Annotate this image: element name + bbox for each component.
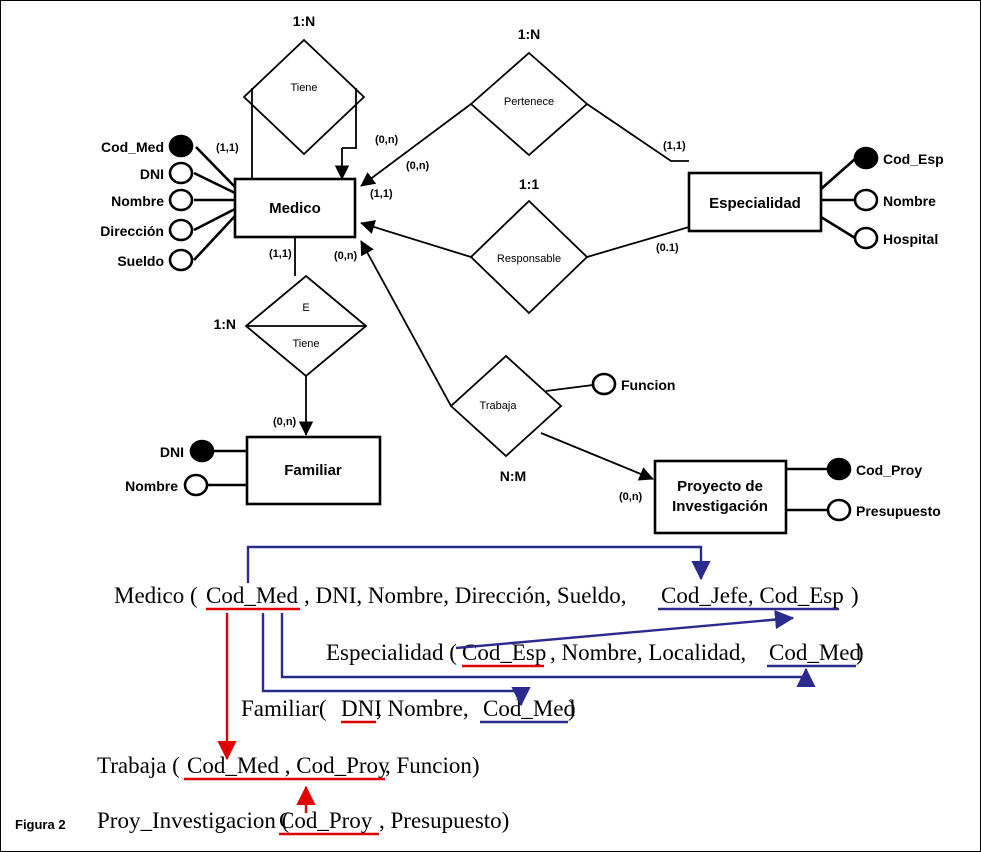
schema-proyecto-pk: Cod_Proy bbox=[279, 808, 373, 833]
fk-arrow-codmed-to-familiar bbox=[261, 613, 531, 707]
entity-label-familiar: Familiar bbox=[284, 462, 342, 479]
schema-familiar-name: Familiar( bbox=[241, 696, 327, 721]
relationship-label-responsable: Responsable bbox=[497, 253, 561, 265]
cardinality-6: (0,n) bbox=[334, 250, 358, 262]
schema-medico-close: ) bbox=[851, 583, 859, 608]
relationship-tiene-familiar: E Tiene bbox=[244, 237, 368, 436]
attribute-label-presupuesto: Presupuesto bbox=[856, 503, 941, 519]
attribute-label-dni-familiar: DNI bbox=[160, 444, 184, 460]
cardinality-7: (1,1) bbox=[663, 140, 686, 152]
ratio-label-tiene-jefe: 1:N bbox=[293, 13, 316, 29]
entity-familiar: Familiar bbox=[245, 435, 382, 506]
entity-label-medico: Medico bbox=[269, 200, 321, 217]
entity-medico: Medico bbox=[233, 177, 357, 239]
attribute-hospital-especialidad bbox=[853, 226, 879, 250]
attribute-label-direccion-medico: Dirección bbox=[100, 223, 164, 239]
attribute-label-cod-med: Cod_Med bbox=[101, 139, 164, 155]
schema-medico-pk: Cod_Med bbox=[206, 583, 299, 608]
schema-row-especialidad: Especialidad ( Cod_Esp , Nombre, Localid… bbox=[326, 640, 864, 668]
attribute-label-nombre-medico: Nombre bbox=[111, 193, 164, 209]
attribute-sueldo-medico bbox=[168, 248, 194, 272]
schema-trabaja-pk: Cod_Med , Cod_Proy bbox=[187, 753, 390, 778]
relationship-pertenece: Pertenece bbox=[360, 51, 689, 187]
ratio-label-trabaja: N:M bbox=[500, 468, 526, 484]
schema-row-familiar: Familiar( DNI , Nombre, Cod_Med ) bbox=[241, 696, 576, 724]
entity-label-proyecto-line2: Investigación bbox=[672, 498, 768, 515]
schema-row-trabaja: Trabaja ( Cod_Med , Cod_Proy , Funcion) bbox=[97, 753, 480, 781]
schema-familiar-close: ) bbox=[568, 696, 576, 721]
relationship-label-tiene-familiar-extra: E bbox=[302, 302, 309, 314]
cardinality-2: (0,n) bbox=[375, 134, 399, 146]
familiar-attribute-links bbox=[207, 449, 247, 487]
ratio-label-tiene-familiar: 1:N bbox=[213, 316, 236, 332]
schema-row-proyecto: Proy_Investigacion ( Cod_Proy , Presupue… bbox=[97, 808, 509, 836]
especialidad-attribute-links bbox=[820, 158, 856, 240]
attribute-label-cod-proy: Cod_Proy bbox=[856, 462, 922, 478]
schema-proyecto-name: Proy_Investigacion ( bbox=[97, 808, 289, 833]
cardinality-9: (0,n) bbox=[273, 416, 297, 428]
attribute-label-hospital-especialidad: Hospital bbox=[883, 231, 938, 247]
entity-label-especialidad: Especialidad bbox=[709, 195, 801, 212]
attribute-label-dni-medico: DNI bbox=[140, 166, 164, 182]
entity-especialidad: Especialidad bbox=[687, 171, 823, 233]
cardinality-8: (0.1) bbox=[656, 242, 679, 254]
cardinality-3: (0,n) bbox=[406, 160, 430, 172]
relationship-label-tiene-familiar: Tiene bbox=[292, 338, 319, 350]
schema-medico-fk: Cod_Jefe, Cod_Esp bbox=[661, 583, 844, 608]
cardinality-10: (0,n) bbox=[619, 491, 643, 503]
ratio-label-pertenece: 1:N bbox=[518, 26, 541, 42]
attribute-label-sueldo-medico: Sueldo bbox=[117, 253, 164, 269]
attribute-label-nombre-especialidad: Nombre bbox=[883, 193, 936, 209]
schema-familiar-fk: Cod_Med bbox=[483, 696, 576, 721]
attribute-dni-medico bbox=[168, 161, 194, 185]
schema-proyecto-middle: , Presupuesto) bbox=[379, 808, 509, 833]
attribute-label-funcion: Funcion bbox=[621, 377, 675, 393]
schema-medico-name: Medico ( bbox=[114, 583, 198, 608]
medico-attribute-links bbox=[193, 146, 236, 261]
schema-trabaja-middle: , Funcion) bbox=[385, 753, 480, 778]
entity-proyecto-investigacion: Proyecto de Investigación bbox=[653, 459, 788, 535]
schema-especialidad-name: Especialidad ( bbox=[326, 640, 457, 665]
attribute-nombre-familiar bbox=[183, 473, 209, 497]
attribute-nombre-medico bbox=[168, 188, 194, 212]
relationship-tiene-jefe: Tiene bbox=[242, 38, 366, 184]
cardinality-4: (1,1) bbox=[370, 188, 393, 200]
relationship-label-trabaja: Trabaja bbox=[480, 400, 518, 412]
attribute-direccion-medico bbox=[168, 218, 194, 242]
relationship-label-tiene-jefe: Tiene bbox=[290, 82, 317, 94]
attribute-cod-med bbox=[168, 134, 194, 158]
schema-medico-middle: , DNI, Nombre, Dirección, Sueldo, bbox=[304, 583, 627, 608]
relationship-trabaja: Trabaja bbox=[360, 240, 654, 481]
schema-familiar-middle: , Nombre, bbox=[376, 696, 469, 721]
attribute-cod-proy bbox=[826, 457, 852, 481]
figure-caption: Figura 2 bbox=[15, 817, 66, 832]
attribute-funcion-trabaja bbox=[591, 372, 617, 396]
schema-trabaja-name: Trabaja ( bbox=[97, 753, 180, 778]
relationship-responsable: Responsable bbox=[360, 199, 690, 315]
attribute-presupuesto bbox=[826, 498, 852, 522]
ratio-label-responsable: 1:1 bbox=[519, 176, 539, 192]
relationship-label-pertenece: Pertenece bbox=[504, 96, 554, 108]
attribute-nombre-especialidad bbox=[853, 188, 879, 212]
schema-especialidad-fk: Cod_Med bbox=[769, 640, 862, 665]
schema-especialidad-close: ) bbox=[856, 640, 864, 665]
attribute-dni-familiar bbox=[189, 439, 215, 463]
cardinality-5: (1,1) bbox=[269, 248, 292, 260]
proyecto-attribute-links bbox=[786, 467, 827, 512]
cardinality-1: (1,1) bbox=[216, 142, 239, 154]
schema-familiar-pk: DNI bbox=[341, 696, 382, 721]
fk-arrow-codmed-to-codjefe bbox=[246, 545, 711, 583]
attribute-label-cod-esp: Cod_Esp bbox=[883, 151, 944, 167]
attribute-cod-esp bbox=[853, 146, 879, 170]
fk-arrow-codmed-to-especialidad bbox=[280, 613, 816, 687]
entity-label-proyecto-line1: Proyecto de bbox=[677, 478, 763, 495]
schema-especialidad-middle: , Nombre, Localidad, bbox=[550, 640, 746, 665]
fk-arrow-codesp-to-medico bbox=[455, 610, 795, 650]
attribute-label-nombre-familiar: Nombre bbox=[125, 478, 178, 494]
schema-row-medico: Medico ( Cod_Med , DNI, Nombre, Direcció… bbox=[114, 583, 859, 611]
